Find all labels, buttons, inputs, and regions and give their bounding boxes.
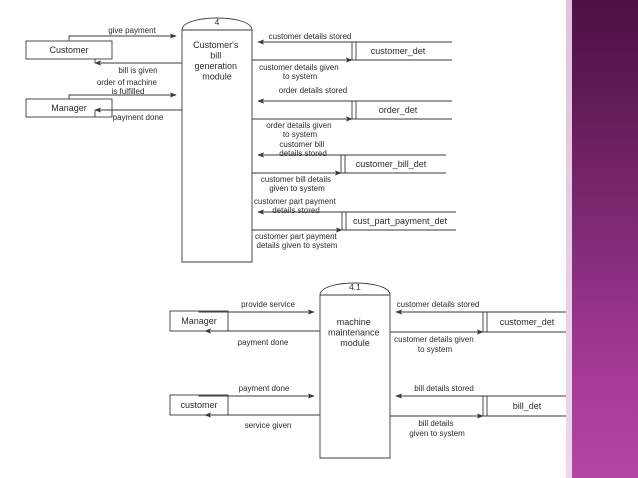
flow-customer-details-stored-2: customer details stored bbox=[395, 300, 566, 315]
flow-payment-done-manager-label: payment done bbox=[113, 113, 164, 122]
flow-give-payment-label: give payment bbox=[108, 26, 156, 35]
flow-bill-is-given: bill is given bbox=[94, 59, 182, 75]
flow-customer-details-given-label: customer details given to system bbox=[259, 63, 341, 81]
flow-customer-details-stored-label: customer details stored bbox=[269, 32, 352, 41]
flow-order-details-stored-label: order details stored bbox=[279, 86, 347, 95]
flow-customer-details-stored-2-label: customer details stored bbox=[397, 300, 480, 309]
flow-order-of-machine-line-2: is fulfilled bbox=[112, 87, 145, 96]
flow-bill-is-given-label: bill is given bbox=[118, 66, 157, 75]
flow-bill-details-stored: bill details stored bbox=[395, 384, 566, 399]
accent-band-edge-strip bbox=[566, 0, 572, 478]
flow-cust-part-stored-line-1: customer part payment bbox=[254, 197, 337, 206]
bill-det-store-label: bill_det bbox=[513, 401, 542, 411]
flow-order-details-given-to-system: order details given to system bbox=[252, 116, 353, 139]
manager-entity-label-2: Manager bbox=[181, 316, 217, 326]
process-4-1-number: 4.1 bbox=[349, 282, 361, 292]
flow-payment-done-manager-2: payment done bbox=[204, 328, 320, 347]
flow-cust-details-given-line-2: to system bbox=[283, 72, 318, 81]
flow-customer-bill-details-stored-label: customer bill details stored bbox=[279, 140, 327, 158]
flow-cust-part-given-line-2: details given to system bbox=[257, 241, 338, 250]
process-4-label-line-4: module bbox=[202, 72, 232, 82]
flow-bill-details-stored-label: bill details stored bbox=[414, 384, 474, 393]
flow-cust-bill-given-label: customer bill details given to system bbox=[261, 175, 333, 193]
flow-payment-done-customer: payment done bbox=[198, 384, 315, 399]
flow-order-of-machine-label: order of machine is fulfilled bbox=[97, 78, 159, 96]
process-4-1-label: machine maintenance module bbox=[328, 317, 382, 348]
process-4-1-label-line-3: module bbox=[340, 338, 370, 348]
flow-provide-service: provide service bbox=[198, 300, 315, 315]
flow-cust-details-given-2-line-2: to system bbox=[418, 345, 453, 354]
cust-part-payment-det-store-label: cust_part_payment_det bbox=[353, 216, 448, 226]
flow-order-details-given-line-1: order details given bbox=[266, 121, 331, 130]
customer-det-store-label: customer_det bbox=[371, 46, 426, 56]
process-4-label-line-2: bill bbox=[210, 51, 221, 61]
order-det-store-label: order_det bbox=[379, 105, 418, 115]
flow-cust-part-given-label: customer part payment details given to s… bbox=[255, 232, 339, 250]
flow-order-details-given-line-2: to system bbox=[283, 130, 318, 139]
customer-entity-label-2: customer bbox=[180, 400, 217, 410]
flow-cust-details-given-2-line-1: customer details given bbox=[394, 335, 474, 344]
flow-cust-bill-given-line-1: customer bill details bbox=[261, 175, 331, 184]
accent-band bbox=[566, 0, 638, 478]
flow-bill-details-given-label: bill details given to system bbox=[409, 419, 465, 438]
process-4-1-label-line-2: maintenance bbox=[328, 328, 380, 338]
flow-cust-bill-stored-line-2: details stored bbox=[279, 149, 327, 158]
customer-det-store-label-2: customer_det bbox=[500, 317, 555, 327]
flow-payment-done-manager-2-label: payment done bbox=[238, 338, 289, 347]
flow-customer-part-payment-details-stored: customer part payment details stored bbox=[254, 197, 456, 215]
flow-bill-given-line-1: bill details bbox=[418, 419, 453, 428]
customer-bill-det-store-label: customer_bill_det bbox=[356, 159, 427, 169]
flow-cust-part-given-line-1: customer part payment bbox=[255, 232, 338, 241]
flow-payment-done-manager: payment done bbox=[94, 107, 182, 122]
flow-customer-details-given-2-label: customer details given to system bbox=[394, 335, 476, 354]
customer-entity-label: Customer bbox=[49, 45, 88, 55]
flow-cust-details-given-line-1: customer details given bbox=[259, 63, 339, 72]
process-4-label-line-3: generation bbox=[194, 61, 237, 71]
flow-order-of-machine-is-fulfilled: order of machine is fulfilled bbox=[68, 78, 177, 99]
flow-cust-bill-stored-line-1: customer bill bbox=[279, 140, 324, 149]
process-4-shape[interactable] bbox=[181, 17, 253, 263]
flow-cust-part-payment-stored-label: customer part payment details stored bbox=[254, 197, 338, 215]
flow-payment-done-customer-label: payment done bbox=[239, 384, 290, 393]
flow-customer-details-given-to-system-2: customer details given to system bbox=[390, 329, 484, 354]
process-4-1-shape[interactable] bbox=[319, 282, 391, 459]
manager-entity-label: Manager bbox=[51, 103, 87, 113]
flow-service-given: service given bbox=[204, 412, 320, 430]
flow-customer-bill-details-stored: customer bill details stored bbox=[257, 140, 446, 158]
flow-customer-details-stored: customer details stored bbox=[257, 32, 452, 45]
flow-order-details-given-label: order details given to system bbox=[266, 121, 334, 139]
process-4-1-label-line-1: machine bbox=[337, 317, 371, 327]
accent-band-gradient bbox=[572, 0, 638, 478]
flow-provide-service-label: provide service bbox=[241, 300, 295, 309]
diagram-level-4: 4 Customer's bill generation module Cust… bbox=[25, 17, 456, 263]
flow-cust-part-stored-line-2: details stored bbox=[272, 206, 320, 215]
flow-order-of-machine-line-1: order of machine bbox=[97, 78, 158, 87]
process-4-number: 4 bbox=[215, 17, 220, 27]
flow-bill-given-line-2: given to system bbox=[409, 429, 465, 438]
flow-customer-bill-details-given-to-system: customer bill details given to system bbox=[252, 170, 342, 193]
flow-service-given-label: service given bbox=[245, 421, 292, 430]
process-4-label-line-1: Customer's bbox=[193, 40, 239, 50]
process-4-label: Customer's bill generation module bbox=[193, 40, 241, 82]
flow-order-details-stored: order details stored bbox=[257, 86, 452, 104]
flow-customer-details-given-to-system: customer details given to system bbox=[252, 57, 353, 81]
flow-give-payment: give payment bbox=[68, 26, 177, 41]
flow-customer-part-payment-details-given-to-system: customer part payment details given to s… bbox=[252, 227, 343, 250]
flow-cust-bill-given-line-2: given to system bbox=[269, 184, 325, 193]
flow-bill-details-given-to-system: bill details given to system bbox=[390, 413, 484, 438]
diagram-level-4-1: 4.1 machine maintenance module Manager p… bbox=[169, 282, 566, 459]
